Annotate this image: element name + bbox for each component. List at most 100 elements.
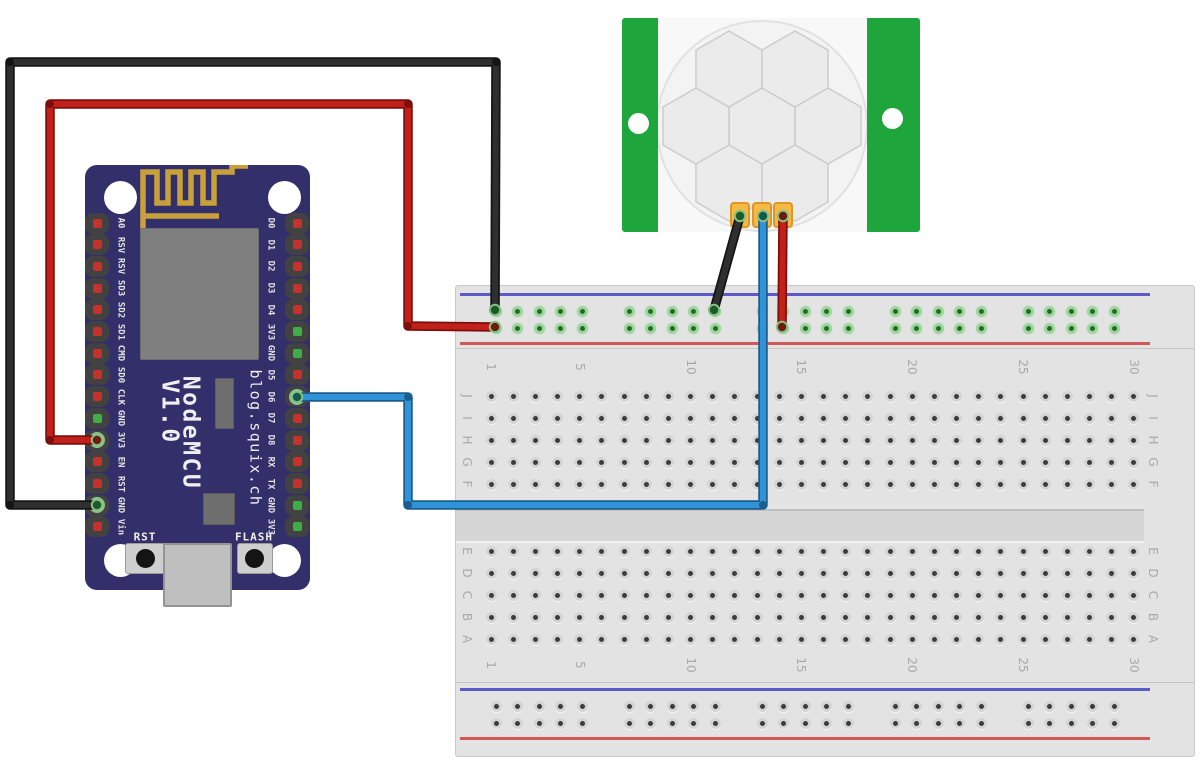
breadboard-hole[interactable] <box>795 412 807 424</box>
breadboard-hole[interactable] <box>1106 611 1118 623</box>
breadboard-hole[interactable] <box>1106 434 1118 446</box>
breadboard-hole[interactable] <box>640 611 652 623</box>
breadboard-hole[interactable] <box>995 567 1007 579</box>
breadboard-hole[interactable] <box>574 434 586 446</box>
breadboard-hole[interactable] <box>709 700 721 712</box>
rail-hole[interactable] <box>975 322 987 334</box>
wire-bend[interactable] <box>759 501 767 509</box>
breadboard-hole[interactable] <box>707 567 719 579</box>
rail-hole[interactable] <box>1108 322 1120 334</box>
breadboard-hole[interactable] <box>951 633 963 645</box>
breadboard-hole[interactable] <box>973 456 985 468</box>
breadboard-hole[interactable] <box>906 434 918 446</box>
breadboard-hole[interactable] <box>707 589 719 601</box>
breadboard-hole[interactable] <box>795 434 807 446</box>
breadboard-hole[interactable] <box>951 567 963 579</box>
rail-hole[interactable] <box>821 322 832 334</box>
breadboard-hole[interactable] <box>640 390 652 402</box>
breadboard-hole[interactable] <box>529 390 541 402</box>
breadboard-hole[interactable] <box>751 567 763 579</box>
breadboard-hole[interactable] <box>623 700 635 712</box>
breadboard-hole[interactable] <box>618 567 630 579</box>
rail-hole[interactable] <box>911 322 922 334</box>
breadboard-hole[interactable] <box>529 633 541 645</box>
breadboard-hole[interactable] <box>1061 633 1073 645</box>
wire-end[interactable] <box>776 209 790 223</box>
breadboard-hole[interactable] <box>973 633 985 645</box>
rail-hole[interactable] <box>645 305 656 317</box>
rail-hole[interactable] <box>645 322 656 334</box>
breadboard-hole[interactable] <box>1128 567 1140 579</box>
rail-hole[interactable] <box>688 305 699 317</box>
breadboard-hole[interactable] <box>618 390 630 402</box>
breadboard-hole[interactable] <box>751 611 763 623</box>
breadboard-hole[interactable] <box>490 700 502 712</box>
breadboard-hole[interactable] <box>640 456 652 468</box>
breadboard-hole[interactable] <box>995 434 1007 446</box>
breadboard-hole[interactable] <box>688 700 699 712</box>
rail-hole[interactable] <box>1044 305 1055 317</box>
breadboard-hole[interactable] <box>995 456 1007 468</box>
breadboard-hole[interactable] <box>485 567 497 579</box>
breadboard-hole[interactable] <box>529 567 541 579</box>
rail-hole[interactable] <box>576 305 588 317</box>
rail-hole[interactable] <box>709 322 721 334</box>
breadboard-hole[interactable] <box>707 456 719 468</box>
rail-hole[interactable] <box>1022 305 1034 317</box>
breadboard-hole[interactable] <box>729 633 741 645</box>
breadboard-hole[interactable] <box>1039 434 1051 446</box>
breadboard-hole[interactable] <box>1044 700 1055 712</box>
breadboard-hole[interactable] <box>1061 545 1073 557</box>
breadboard-hole[interactable] <box>1022 717 1034 729</box>
breadboard-hole[interactable] <box>1108 717 1120 729</box>
rail-hole[interactable] <box>533 305 545 317</box>
breadboard-hole[interactable] <box>729 611 741 623</box>
breadboard-hole[interactable] <box>884 412 896 424</box>
breadboard-hole[interactable] <box>729 589 741 601</box>
breadboard-hole[interactable] <box>576 717 588 729</box>
breadboard-hole[interactable] <box>906 412 918 424</box>
breadboard-hole[interactable] <box>596 567 608 579</box>
breadboard-hole[interactable] <box>795 390 807 402</box>
breadboard-hole[interactable] <box>840 611 852 623</box>
rail-hole[interactable] <box>533 322 545 334</box>
breadboard-hole[interactable] <box>1017 412 1029 424</box>
breadboard-hole[interactable] <box>574 633 586 645</box>
breadboard-hole[interactable] <box>485 390 497 402</box>
breadboard-hole[interactable] <box>529 545 541 557</box>
breadboard-hole[interactable] <box>552 611 564 623</box>
wire-blue-nodemcu-d6-to-pir-out[interactable] <box>294 213 766 508</box>
breadboard-hole[interactable] <box>932 700 944 712</box>
breadboard-hole[interactable] <box>1061 456 1073 468</box>
breadboard-hole[interactable] <box>1084 567 1096 579</box>
breadboard-hole[interactable] <box>928 589 940 601</box>
wire-end[interactable] <box>756 209 770 223</box>
breadboard-hole[interactable] <box>507 412 519 424</box>
breadboard-hole[interactable] <box>1017 390 1029 402</box>
rail-hole[interactable] <box>911 305 922 317</box>
breadboard-hole[interactable] <box>485 545 497 557</box>
breadboard-hole[interactable] <box>596 390 608 402</box>
rail-hole[interactable] <box>576 322 588 334</box>
breadboard-hole[interactable] <box>485 589 497 601</box>
breadboard-hole[interactable] <box>707 478 719 490</box>
breadboard-hole[interactable] <box>1106 456 1118 468</box>
breadboard-hole[interactable] <box>707 434 719 446</box>
breadboard-hole[interactable] <box>1106 412 1118 424</box>
breadboard-hole[interactable] <box>688 717 699 729</box>
breadboard-hole[interactable] <box>884 633 896 645</box>
breadboard-hole[interactable] <box>533 700 545 712</box>
breadboard-hole[interactable] <box>707 633 719 645</box>
breadboard-hole[interactable] <box>842 717 854 729</box>
breadboard-hole[interactable] <box>685 478 697 490</box>
breadboard-hole[interactable] <box>773 611 785 623</box>
breadboard-hole[interactable] <box>818 456 830 468</box>
wire-end[interactable] <box>775 320 789 334</box>
breadboard-hole[interactable] <box>685 434 697 446</box>
breadboard-hole[interactable] <box>1106 390 1118 402</box>
breadboard-hole[interactable] <box>928 567 940 579</box>
breadboard-hole[interactable] <box>685 611 697 623</box>
breadboard-hole[interactable] <box>552 633 564 645</box>
breadboard-hole[interactable] <box>596 611 608 623</box>
breadboard-hole[interactable] <box>490 717 502 729</box>
